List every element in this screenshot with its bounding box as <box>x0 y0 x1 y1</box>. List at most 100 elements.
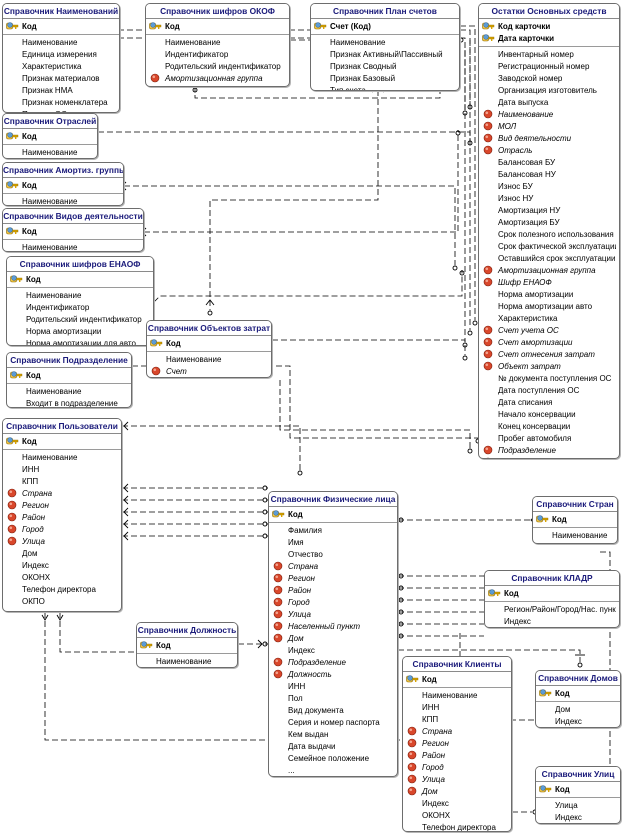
attribute-name: Отрасль <box>498 146 533 155</box>
attribute: Кем выдан <box>272 729 394 741</box>
entity-title: Справочник Улиц <box>536 767 620 782</box>
foreign-key-icon <box>406 762 419 772</box>
attribute-name: Код <box>555 785 570 794</box>
attribute-name: Подразделение <box>288 658 346 667</box>
foreign-key-icon <box>406 786 419 796</box>
primary-key-attribute: Код <box>6 226 140 238</box>
attribute-name: Дом <box>22 549 38 558</box>
key-separator <box>479 46 619 47</box>
attribute-name: Код <box>552 515 567 524</box>
attribute-name: Характеристика <box>498 314 558 323</box>
attribute: КПП <box>6 476 118 488</box>
attribute-name: ОКПО <box>22 597 45 606</box>
attribute: Оставшийся срок эксплуатации <box>482 253 616 265</box>
attribute: Характеристика <box>482 313 616 325</box>
attribute: Признак Активный\Пассивный <box>314 49 456 61</box>
attribute-name: Амортизация НУ <box>498 206 561 215</box>
foreign-key-icon <box>482 277 495 287</box>
attribute: Единица измерения <box>6 49 116 61</box>
foreign-key-attribute: Регион <box>406 738 508 750</box>
attribute: ИНН <box>272 681 394 693</box>
attribute: Наименование <box>6 37 116 49</box>
attribute-name: Организация изготовитель <box>498 86 597 95</box>
attribute-name: Телефон директора <box>422 823 496 832</box>
attribute-name: КПП <box>22 477 39 486</box>
attribute-name: Заводской номер <box>498 74 563 83</box>
attribute-name: Код <box>26 371 41 380</box>
relationship-line <box>132 365 478 439</box>
foreign-key-attribute: Подразделение <box>482 445 616 457</box>
attribute-name: КПП <box>422 715 439 724</box>
attribute-name: Входит в подразделение <box>26 399 118 408</box>
foreign-key-icon <box>406 738 419 748</box>
attribute: № документа поступления ОС <box>482 373 616 385</box>
attribute-name: Район <box>288 586 312 595</box>
foreign-key-icon <box>6 488 19 498</box>
attribute-name: Норма амортизации авто <box>498 302 593 311</box>
foreign-key-icon <box>482 145 495 155</box>
primary-key-attribute: Счет (Код) <box>314 21 456 33</box>
attribute-name: Амортизация БУ <box>498 218 560 227</box>
primary-key-attribute: Код <box>488 588 616 600</box>
attribute: Вид документа <box>272 705 394 717</box>
attribute-name: Наименование <box>26 291 82 300</box>
primary-key-attribute: Код <box>539 688 617 700</box>
attribute: Характеристика <box>6 61 116 73</box>
attribute-name: Счет учета ОС <box>498 326 559 335</box>
attribute-name: Наименование <box>330 38 386 47</box>
attribute-name: Единица измерения <box>22 50 97 59</box>
attribute-name: Страна <box>288 562 319 571</box>
attribute-name: Срок фактической эксплуатации <box>498 242 616 251</box>
attribute-name: Норма амортизации для авто <box>26 339 136 346</box>
foreign-key-attribute: Город <box>6 524 118 536</box>
attribute: Износ НУ <box>482 193 616 205</box>
primary-key-attribute: Код <box>536 514 614 526</box>
key-icon <box>150 338 163 348</box>
attribute-name: Код <box>22 181 37 190</box>
key-separator <box>3 144 97 145</box>
key-icon <box>539 784 552 794</box>
attribute-name: Фамилия <box>288 526 322 535</box>
attribute-name: Район <box>422 751 446 760</box>
attribute-name: Признак номенклатера <box>22 98 108 107</box>
entity-title: Справочник Физические лица <box>269 492 397 507</box>
foreign-key-icon <box>149 73 162 83</box>
foreign-key-attribute: Вид деятельности <box>482 133 616 145</box>
relationship-line <box>118 37 466 110</box>
foreign-key-icon <box>406 750 419 760</box>
attribute-name: Счет <box>166 367 187 376</box>
attribute: КПП <box>406 714 508 726</box>
attribute: Признак ОС <box>6 109 116 112</box>
foreign-key-icon <box>272 573 285 583</box>
foreign-key-attribute: Наименование <box>482 109 616 121</box>
attribute: Норма амортизации для авто <box>10 338 150 346</box>
attribute-name: Признак НМА <box>22 86 73 95</box>
attribute-name: Наименование <box>26 387 82 396</box>
entity-title: Справочник шифров ОКОФ <box>146 4 289 19</box>
attribute-name: Родительский индентификатор <box>165 62 281 71</box>
attribute-name: Должность <box>288 670 332 679</box>
key-icon <box>482 21 495 31</box>
relationship-line <box>398 649 581 662</box>
foreign-key-attribute: Амортизационная группа <box>149 73 286 85</box>
attribute-name: Дата поступления ОС <box>498 386 580 395</box>
attribute-name: Регион <box>22 501 49 510</box>
